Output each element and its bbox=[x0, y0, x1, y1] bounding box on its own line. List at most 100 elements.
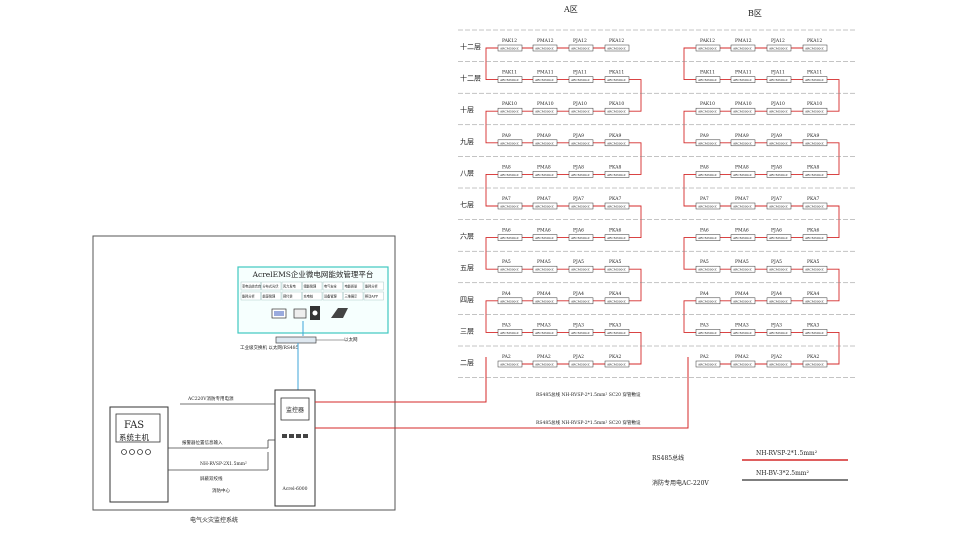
device-tag: PA9 bbox=[700, 133, 709, 139]
device-tag: PMA5 bbox=[735, 259, 749, 265]
platform-module-tile bbox=[302, 291, 323, 301]
monitoring-device bbox=[730, 44, 756, 52]
monitoring-device bbox=[497, 329, 523, 336]
device-tag: PMA10 bbox=[735, 101, 752, 107]
device-model: ARCM300-Z bbox=[534, 299, 554, 303]
device-tag: PKA6 bbox=[807, 228, 819, 234]
device-tag: PAK10 bbox=[700, 101, 715, 107]
monitoring-device bbox=[568, 265, 594, 273]
device-tag: PJA12 bbox=[573, 38, 587, 44]
device-model: ARCM300-Z bbox=[697, 363, 717, 367]
device-model: ARCM300-Z bbox=[606, 110, 626, 114]
device-model: ARCM300-Z bbox=[732, 363, 752, 367]
device-model: ARCM300-Z bbox=[768, 78, 788, 82]
device-tag: PAK10 bbox=[502, 101, 517, 107]
device-model: ARCM300-Z bbox=[534, 173, 554, 177]
monitoring-device bbox=[532, 297, 558, 305]
monitoring-device bbox=[802, 360, 828, 368]
device-model: ARCM300-Z bbox=[697, 110, 717, 114]
monitoring-device bbox=[568, 202, 594, 210]
monitor-unit: 监控器 Acrel-6000 bbox=[274, 389, 316, 507]
device-model: ARCM300-Z bbox=[732, 141, 752, 145]
device-model: ARCM300-Z bbox=[768, 363, 788, 367]
device-tag: PJA4 bbox=[573, 291, 584, 297]
platform-modules: 变电站综合自动化分布式光伏风力发电储能管理电气安全电能质量能耗分析能耗分析能源管… bbox=[240, 281, 384, 301]
device-model: ARCM300-Z bbox=[804, 47, 824, 51]
monitoring-device bbox=[766, 44, 792, 52]
device-tag: PMA6 bbox=[537, 228, 551, 234]
device-model: ARCM300-Z bbox=[732, 110, 752, 114]
monitoring-device bbox=[532, 171, 558, 178]
platform-module-label: 储能管理 bbox=[304, 284, 318, 289]
device-model: ARCM300-Z bbox=[697, 141, 717, 145]
monitor-screen bbox=[280, 397, 310, 421]
platform-module-label: 风力发电 bbox=[283, 284, 297, 289]
platform-module-tile bbox=[261, 281, 282, 291]
platform-module-label: 电能质量 bbox=[345, 284, 359, 289]
riser-link bbox=[683, 47, 696, 81]
device-tag: PKA11 bbox=[609, 70, 624, 76]
platform-module-label: 充电桩 bbox=[304, 294, 314, 299]
cable-label: NH-RVSP-2X1.5mm² bbox=[200, 461, 247, 467]
device-model: ARCM300-Z bbox=[697, 78, 717, 82]
floor-label: 十二层 bbox=[460, 42, 481, 51]
platform-module-tile bbox=[343, 281, 364, 291]
platform-module-tile bbox=[240, 281, 261, 291]
device-model: ARCM300-Z bbox=[534, 141, 554, 145]
device-tag: PA6 bbox=[700, 228, 709, 234]
device-tag: PA3 bbox=[700, 322, 709, 328]
device-model: ARCM300-Z bbox=[570, 268, 590, 272]
monitoring-device bbox=[532, 360, 558, 368]
device-tag: PMA8 bbox=[735, 164, 749, 170]
device-model: ARCM300-Z bbox=[606, 205, 626, 209]
device-model: ARCM300-Z bbox=[804, 141, 824, 145]
monitoring-device bbox=[766, 139, 792, 147]
zone-a-label: A区 bbox=[563, 5, 578, 14]
monitoring-device bbox=[568, 107, 594, 115]
device-tag: PA9 bbox=[502, 133, 511, 139]
device-model: ARCM300-Z bbox=[732, 78, 752, 82]
legend-fire-power: 消防专用电AC-220V bbox=[652, 479, 709, 487]
floor-label: 三层 bbox=[460, 327, 474, 335]
floor-label: 四层 bbox=[460, 296, 474, 304]
floor-label: 五层 bbox=[460, 264, 474, 272]
device-model: ARCM300-Z bbox=[697, 236, 717, 240]
monitoring-device bbox=[568, 297, 594, 305]
device-tag: PA4 bbox=[502, 291, 511, 297]
device-model: ARCM300-Z bbox=[804, 78, 824, 82]
device-tag: PKA12 bbox=[609, 38, 624, 44]
platform-panel: AcrelEMS企业微电网能效管理平台 变电站综合自动化分布式光伏风力发电储能管… bbox=[237, 266, 389, 334]
monitoring-device bbox=[568, 171, 594, 178]
device-tag: PKA5 bbox=[807, 259, 819, 265]
monitoring-device bbox=[802, 171, 828, 178]
device-tag: PKA3 bbox=[609, 322, 621, 328]
device-model: ARCM300-Z bbox=[570, 173, 590, 177]
riser-link bbox=[629, 205, 642, 239]
system-title: 电气火灾监控系统 bbox=[190, 516, 238, 524]
device-model: ARCM300-Z bbox=[732, 236, 752, 240]
device-model: ARCM300-Z bbox=[570, 236, 590, 240]
device-tag: PMA8 bbox=[537, 164, 551, 170]
monitoring-device bbox=[766, 107, 792, 115]
device-model: ARCM300-Z bbox=[768, 47, 788, 51]
ac-power-label: AC220V消防专用电源 bbox=[187, 395, 234, 402]
platform-title: AcrelEMS企业微电网能效管理平台 bbox=[252, 269, 374, 279]
monitoring-device bbox=[766, 202, 792, 210]
monitoring-device bbox=[604, 360, 630, 368]
device-model: ARCM300-Z bbox=[606, 173, 626, 177]
platform-module-label: 电气安全 bbox=[324, 284, 338, 289]
ethernet-switch bbox=[275, 336, 317, 344]
floor-label: 十层 bbox=[460, 105, 474, 114]
monitoring-device bbox=[532, 265, 558, 273]
device-model: ARCM300-Z bbox=[499, 299, 519, 303]
monitoring-device bbox=[766, 360, 792, 368]
device-model: ARCM300-Z bbox=[804, 299, 824, 303]
monitoring-device bbox=[766, 76, 792, 83]
device-tag: PMA9 bbox=[735, 133, 749, 139]
platform-module-label: 能源管理 bbox=[263, 294, 277, 299]
device-tag: PMA3 bbox=[735, 322, 749, 328]
device-tag: PMA2 bbox=[735, 354, 749, 360]
device-model: ARCM300-Z bbox=[768, 331, 788, 335]
riser-link bbox=[485, 110, 498, 144]
